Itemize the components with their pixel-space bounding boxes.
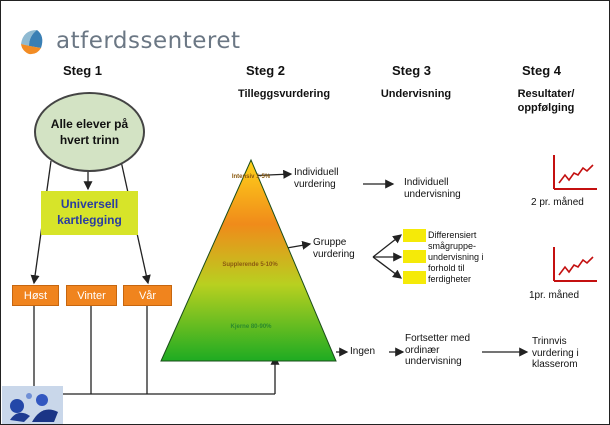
yellow-box-3 [403,271,426,284]
season-spring: Vår [123,285,172,306]
differentiated-teaching-label: Differensiert smågruppe-undervisning i f… [428,230,484,285]
yellow-box-2 [403,250,426,263]
intervention-pyramid [160,158,337,362]
step-1-title: Steg 1 [63,63,103,78]
step-4-subtitle: Resultater/ oppfølging [517,88,575,114]
atferdssenteret-logo-icon [17,26,47,56]
step-3-subtitle: Undervisning [380,88,452,100]
progress-graph-icon [553,155,597,190]
season-autumn: Høst [12,285,59,306]
tier-core-label: Kjerne 80-90% [230,324,272,330]
individual-assessment-label: Individuell vurdering [294,167,339,190]
institution-logo-icon [2,386,63,424]
frequency-monthly: 1pr. måned [529,290,580,301]
universal-screening-box: Universell kartlegging [41,191,138,235]
step-2-subtitle: Tilleggsvurdering [237,88,331,100]
regular-teaching-label: Fortsetter med ordinær undervisning [405,333,471,367]
classroom-assessment-label: Trinnvis vurdering i klasserom [532,336,579,370]
individual-teaching-label: Individuell undervisning [404,177,461,200]
no-assessment-label: Ingen [350,346,376,357]
yellow-box-1 [403,229,426,242]
tier-intensive-label: Intensiv 1-5% [231,174,271,180]
step-4-title: Steg 4 [522,63,562,78]
group-assessment-label: Gruppe vurdering [313,237,355,260]
tier-supplementary-label: Supplerende 5-10% [222,262,278,268]
progress-graph-icon [553,247,597,282]
step-2-title: Steg 2 [246,63,286,78]
frequency-twice-monthly: 2 pr. måned [531,197,584,208]
brand-name: atferdssenteret [56,28,241,54]
season-winter: Vinter [66,285,117,306]
all-students-ellipse: Alle elever på hvert trinn [34,92,145,172]
step-3-title: Steg 3 [392,63,432,78]
